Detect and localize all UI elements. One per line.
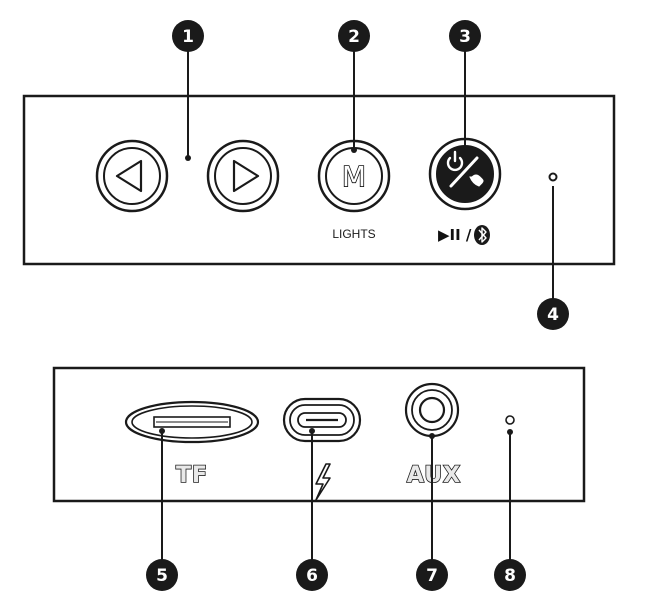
leader-endpoints [159, 147, 513, 439]
bluetooth-icon [474, 225, 490, 245]
tf-card-slot[interactable] [124, 400, 260, 444]
tf-label: TF [176, 463, 208, 488]
callout-7: 7 [416, 559, 448, 591]
leader-dot-6 [309, 428, 315, 434]
lights-caption: LIGHTS [332, 227, 375, 241]
next-button[interactable] [206, 139, 280, 213]
svg-text:6: 6 [306, 566, 318, 586]
callout-1: 1 [172, 20, 204, 52]
callout-6: 6 [296, 559, 328, 591]
status-led [548, 172, 558, 182]
triangle-right-icon [232, 159, 260, 193]
callout-8: 8 [494, 559, 526, 591]
power-phone-icon [446, 150, 484, 188]
svg-text:5: 5 [156, 566, 168, 586]
leader-dot-3 [462, 152, 468, 158]
leader-dot-5 [159, 428, 165, 434]
svg-text:2: 2 [348, 27, 360, 47]
svg-text:3: 3 [459, 27, 471, 47]
play-pause-caption: ▶II / [438, 226, 472, 244]
top-control-panel: M LIGHTS ▶II / [22, 94, 616, 266]
lightning-icon [315, 463, 331, 501]
callout-4: 4 [537, 298, 569, 330]
bottom-port-panel: TF AUX [52, 366, 586, 503]
leader-dot-7 [429, 433, 435, 439]
svg-text:1: 1 [182, 27, 194, 47]
aux-jack[interactable] [404, 382, 460, 438]
usb-c-port[interactable] [282, 397, 362, 443]
aux-label: AUX [407, 463, 461, 488]
leader-dot-2 [351, 147, 357, 153]
svg-text:8: 8 [504, 566, 516, 586]
svg-text:7: 7 [426, 566, 438, 586]
reset-hole [505, 415, 515, 425]
previous-button[interactable] [95, 139, 169, 213]
leader-dot-8 [507, 429, 513, 435]
callout-5: 5 [146, 559, 178, 591]
callout-2: 2 [338, 20, 370, 52]
svg-text:4: 4 [547, 305, 559, 325]
mode-letter: M [342, 160, 366, 193]
audio-jack-icon [418, 396, 446, 424]
triangle-left-icon [115, 159, 143, 193]
callout-3: 3 [449, 20, 481, 52]
callout-leaders [161, 36, 554, 575]
